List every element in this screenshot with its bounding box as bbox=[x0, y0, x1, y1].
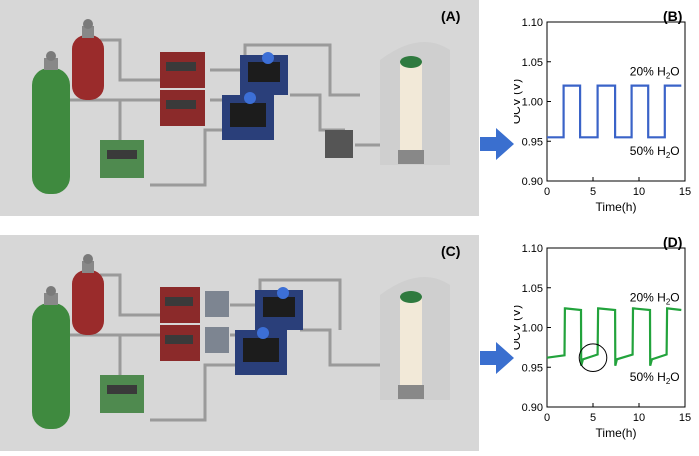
humidifier-units-c bbox=[235, 287, 303, 375]
x-tick-label: 0 bbox=[544, 412, 550, 424]
y-tick-label: 0.95 bbox=[522, 362, 543, 374]
humidity-annotation: 50% H2O bbox=[630, 144, 680, 160]
panel-label-d: (D) bbox=[663, 234, 683, 250]
gas-setup-illustration-a bbox=[0, 0, 479, 216]
red-gas-cylinder-c bbox=[72, 254, 104, 335]
red-gas-cylinder bbox=[72, 19, 104, 100]
highlight-circle bbox=[578, 343, 608, 373]
x-tick-label: 15 bbox=[679, 186, 691, 198]
green-gas-cylinder bbox=[32, 51, 70, 194]
tube-furnace-c bbox=[380, 277, 450, 400]
humidifier-units bbox=[222, 52, 288, 140]
ocv-series-line bbox=[546, 307, 682, 366]
y-tick-label: 1.10 bbox=[522, 17, 543, 29]
tube-furnace bbox=[380, 42, 450, 165]
x-axis-label: Time(h) bbox=[596, 200, 637, 214]
green-gas-cylinder-c bbox=[32, 286, 70, 429]
x-tick-label: 15 bbox=[679, 412, 691, 424]
panel-label-b: (B) bbox=[663, 8, 683, 24]
y-axis-label: OCV (V) bbox=[514, 79, 523, 124]
panel-label-a: (A) bbox=[441, 8, 461, 24]
humidity-annotation: 20% H2O bbox=[630, 64, 680, 80]
mass-flow-controllers bbox=[100, 52, 205, 178]
mass-flow-controllers-c bbox=[100, 287, 229, 413]
x-tick-label: 0 bbox=[544, 186, 550, 198]
y-tick-label: 1.00 bbox=[522, 323, 543, 335]
gas-setup-illustration-c bbox=[0, 235, 479, 451]
x-tick-label: 5 bbox=[590, 412, 596, 424]
setup-scene-a bbox=[0, 0, 479, 216]
y-tick-label: 1.05 bbox=[522, 57, 543, 69]
x-axis-label: Time(h) bbox=[596, 426, 637, 440]
y-tick-label: 1.10 bbox=[522, 243, 543, 255]
humidity-annotation: 20% H2O bbox=[630, 290, 680, 306]
humidity-annotation: 50% H2O bbox=[630, 370, 680, 386]
x-tick-label: 5 bbox=[590, 186, 596, 198]
y-tick-label: 1.00 bbox=[522, 97, 543, 109]
arrow-a bbox=[480, 128, 514, 160]
y-tick-label: 0.95 bbox=[522, 136, 543, 148]
y-tick-label: 0.90 bbox=[522, 176, 543, 188]
valve-block bbox=[325, 130, 353, 158]
panel-label-c: (C) bbox=[441, 243, 461, 259]
y-axis-label: OCV (V) bbox=[514, 305, 523, 350]
x-tick-label: 10 bbox=[633, 412, 645, 424]
x-tick-label: 10 bbox=[633, 186, 645, 198]
setup-scene-c bbox=[0, 235, 479, 451]
arrow-c bbox=[480, 342, 514, 374]
y-tick-label: 1.05 bbox=[522, 283, 543, 295]
ocv-series-line bbox=[547, 84, 682, 139]
y-tick-label: 0.90 bbox=[522, 402, 543, 414]
